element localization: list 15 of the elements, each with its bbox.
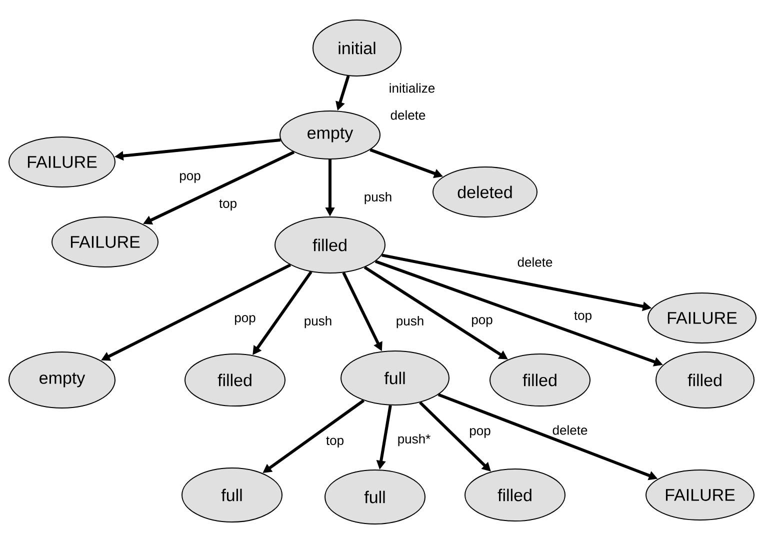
edge-label: pop [233, 314, 257, 326]
edge-label: delete [389, 109, 427, 121]
edge-label: push [362, 190, 394, 206]
edge-label: top [572, 310, 594, 324]
edge-label: top [324, 435, 346, 449]
edge-label: push [302, 314, 334, 330]
edge-label: initialize [388, 82, 436, 94]
edge-label: delete [516, 256, 554, 268]
edge-label: top [218, 198, 238, 212]
edge-label: push* [396, 432, 432, 448]
edge-label: pop [468, 427, 492, 439]
edge-label: pop [178, 172, 202, 184]
edge-label: pop [470, 316, 494, 328]
edge-label: delete [551, 424, 589, 436]
edge-label: push [394, 314, 426, 330]
